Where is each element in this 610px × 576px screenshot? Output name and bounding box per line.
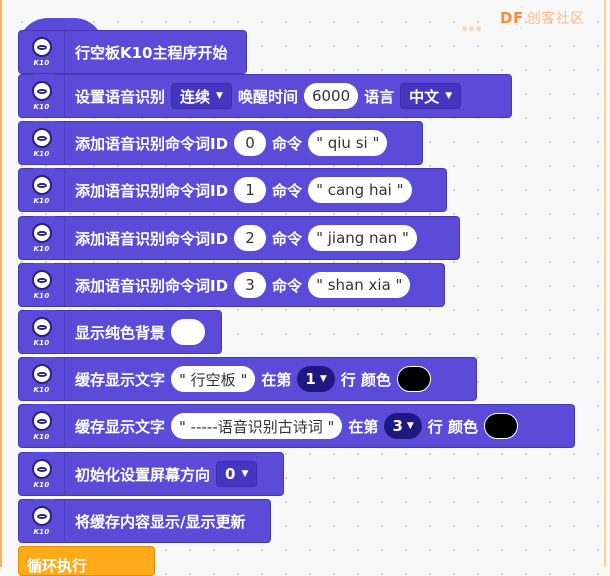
- mode-dropdown[interactable]: 连续▼: [171, 83, 232, 109]
- chevron-down-icon: ▼: [319, 374, 327, 384]
- k10-icon: K10: [19, 169, 65, 211]
- k10-icon: K10: [19, 500, 65, 542]
- background-color-block[interactable]: K10 显示纯色背景: [18, 310, 222, 354]
- command-id-input[interactable]: 3: [234, 272, 267, 298]
- chevron-down-icon: ▼: [216, 91, 223, 101]
- command-id-input[interactable]: 2: [234, 225, 267, 251]
- direction-dropdown[interactable]: 0▼: [216, 461, 258, 487]
- at-label: 在第: [348, 417, 379, 436]
- text-input[interactable]: " -----语音识别古诗词 ": [171, 413, 343, 439]
- block-label: 缓存显示文字: [75, 417, 166, 436]
- k10-icon: K10: [19, 358, 65, 400]
- command-text-input[interactable]: " jiang nan ": [308, 225, 417, 251]
- command-id-input[interactable]: 1: [234, 177, 267, 203]
- k10-icon: K10: [19, 31, 65, 73]
- wake-label: 唤醒时间: [237, 87, 298, 106]
- command-id-input[interactable]: 0: [234, 130, 267, 156]
- color-swatch[interactable]: [171, 319, 206, 345]
- at-label: 在第: [261, 370, 292, 389]
- command-label: 命令: [272, 229, 303, 248]
- color-swatch[interactable]: [396, 366, 431, 392]
- color-swatch[interactable]: [484, 413, 519, 439]
- block-label: 添加语音识别命令词ID: [75, 276, 229, 295]
- cache-text-block[interactable]: K10 缓存显示文字 " 行空板 " 在第 1▼ 行 颜色: [18, 357, 477, 401]
- line-color-label: 行 颜色: [427, 417, 479, 436]
- wake-time-input[interactable]: 6000: [303, 83, 359, 109]
- loop-label: 循环执行: [27, 557, 88, 575]
- text-input[interactable]: " 行空板 ": [171, 366, 256, 392]
- line-dropdown[interactable]: 3▼: [384, 413, 422, 439]
- block-label: 将缓存内容显示/显示更新: [75, 512, 246, 531]
- add-command-block[interactable]: K10 添加语音识别命令词ID 0 命令 " qiu si ": [18, 121, 423, 165]
- block-label: 设置语音识别: [75, 87, 166, 106]
- block-label: 添加语音识别命令词ID: [75, 229, 229, 248]
- k10-icon: K10: [19, 217, 65, 259]
- chevron-down-icon: ▼: [445, 91, 453, 101]
- screen-direction-block[interactable]: K10 初始化设置屏幕方向 0▼: [18, 452, 284, 496]
- block-label: 行空板K10主程序开始: [75, 43, 228, 62]
- k10-icon: K10: [19, 405, 65, 447]
- watermark-brand: DF: [500, 9, 524, 27]
- speech-settings-block[interactable]: K10 设置语音识别 连续▼ 唤醒时间 6000 语言 中文▼: [18, 74, 512, 118]
- command-label: 命令: [272, 181, 303, 200]
- command-text-input[interactable]: " cang hai ": [308, 177, 412, 203]
- command-label: 命令: [272, 134, 303, 153]
- cache-text-block[interactable]: K10 缓存显示文字 " -----语音识别古诗词 " 在第 3▼ 行 颜色: [18, 404, 575, 448]
- block-label: 添加语音识别命令词ID: [75, 134, 229, 153]
- k10-icon: K10: [19, 453, 65, 495]
- block-label: 初始化设置屏幕方向: [75, 465, 211, 484]
- watermark-cn: 创客社区: [526, 11, 585, 27]
- k10-icon: K10: [19, 75, 65, 117]
- main-start-block[interactable]: K10 行空板K10主程序开始: [18, 30, 247, 74]
- lang-label: 语言: [364, 87, 395, 106]
- k10-icon: K10: [19, 122, 65, 164]
- block-label: 添加语音识别命令词ID: [75, 181, 229, 200]
- watermark-dots: [462, 16, 492, 31]
- command-text-input[interactable]: " shan xia ": [308, 272, 411, 298]
- loop-block[interactable]: 循环执行: [18, 546, 155, 576]
- add-command-block[interactable]: K10 添加语音识别命令词ID 2 命令 " jiang nan ": [18, 216, 460, 260]
- k10-icon: K10: [19, 264, 65, 306]
- display-update-block[interactable]: K10 将缓存内容显示/显示更新: [18, 499, 271, 543]
- command-text-input[interactable]: " qiu si ": [308, 130, 388, 156]
- chevron-down-icon: ▼: [406, 421, 414, 431]
- add-command-block[interactable]: K10 添加语音识别命令词ID 1 命令 " cang hai ": [18, 168, 447, 212]
- block-label: 缓存显示文字: [75, 370, 166, 389]
- language-dropdown[interactable]: 中文▼: [400, 83, 462, 109]
- line-dropdown[interactable]: 1▼: [297, 366, 335, 392]
- command-label: 命令: [272, 276, 303, 295]
- add-command-block[interactable]: K10 添加语音识别命令词ID 3 命令 " shan xia ": [18, 263, 445, 307]
- k10-icon: K10: [19, 311, 65, 353]
- block-label: 显示纯色背景: [75, 323, 166, 342]
- line-color-label: 行 颜色: [340, 370, 391, 389]
- chevron-down-icon: ▼: [241, 469, 249, 479]
